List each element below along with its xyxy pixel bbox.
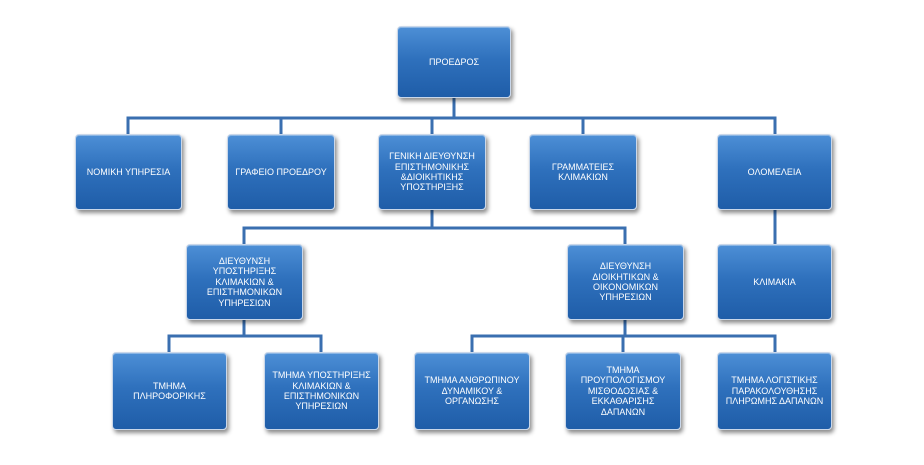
accounting-department-box: ΤΜΗΜΑ ΛΟΓΙΣΤΙΚΗΣ ΠΑΡΑΚΟΛΟΥΘΗΣΗΣ ΠΛΗΡΩΜΗΣ… (717, 352, 832, 430)
connector-president-level1 (126, 96, 777, 136)
it-department-box: ΤΜΗΜΑ ΠΛΗΡΟΦΟΡΙΚΗΣ (112, 352, 227, 430)
legal-service-box: ΝΟΜΙΚΗ ΥΠΗΡΕΣΙΑ (75, 134, 182, 210)
admin-directorate-label: ΔΙΕΥΘΥΝΣΗ ΔΙΟΙΚΗΤΙΚΩΝ & ΟΙΚΟΝΟΜΙΚΩΝ ΥΠΗΡ… (592, 261, 659, 303)
support-section-box: ΤΜΗΜΑ ΥΠΟΣΤΗΡΙΞΗΣ ΚΛΙΜΑΚΙΩΝ & ΕΠΙΣΤΗΜΟΝΙ… (264, 352, 379, 430)
connector-support-level3 (167, 318, 323, 354)
president-label: ΠΡΟΕΔΡΟΣ (428, 56, 480, 67)
general-directorate-box: ΓΕΝΙΚΗ ΔΙΕΥΘΥΝΣΗ ΕΠΙΣΤΗΜΟΝΙΚΗΣ &ΔΙΟΙΚΗΤΙ… (378, 134, 486, 210)
hr-department-box: ΤΜΗΜΑ ΑΝΘΡΩΠΙΝΟΥ ΔΥΝΑΜΙΚΟΥ & ΟΡΓΑΝΩΣΗΣ (414, 352, 530, 430)
support-directorate-box: ΔΙΕΥΘΥΝΣΗ ΥΠΟΣΤΗΡΙΞΗΣ ΚΛΙΜΑΚΙΩΝ & ΕΠΙΣΤΗ… (186, 244, 303, 320)
president-box: ΠΡΟΕΔΡΟΣ (397, 26, 511, 98)
secretariats-box: ΓΡΑΜΜΑΤΕΙΕΣ ΚΛΙΜΑΚΙΩΝ (529, 134, 637, 210)
budget-department-box: ΤΜΗΜΑ ΠΡΟΥΠΟΛΟΓΙΣΜΟΥ ΜΙΣΘΟΔΟΣΙΑΣ & ΕΚΚΑΘ… (565, 352, 681, 430)
budget-department-label: ΤΜΗΜΑ ΠΡΟΥΠΟΛΟΓΙΣΜΟΥ ΜΙΣΘΟΔΟΣΙΑΣ & ΕΚΚΑΘ… (580, 365, 666, 417)
hr-department-label: ΤΜΗΜΑ ΑΝΘΡΩΠΙΝΟΥ ΔΥΝΑΜΙΚΟΥ & ΟΡΓΑΝΩΣΗΣ (424, 375, 520, 407)
plenary-box: ΟΛΟΜΕΛΕΙΑ (717, 134, 832, 210)
president-office-box: ΓΡΑΦΕΙΟ ΠΡΟΕΔΡΟΥ (227, 134, 335, 210)
accounting-department-label: ΤΜΗΜΑ ΛΟΓΙΣΤΙΚΗΣ ΠΑΡΑΚΟΛΟΥΘΗΣΗΣ ΠΛΗΡΩΜΗΣ… (725, 375, 824, 407)
plenary-label: ΟΛΟΜΕΛΕΙΑ (747, 166, 802, 177)
connector-admin-level3 (470, 318, 777, 354)
sections-label: ΚΛΙΜΑΚΙΑ (753, 276, 796, 287)
admin-directorate-box: ΔΙΕΥΘΥΝΣΗ ΔΙΟΙΚΗΤΙΚΩΝ & ΟΙΚΟΝΟΜΙΚΩΝ ΥΠΗΡ… (567, 244, 684, 320)
connector-gendir-level2 (242, 208, 627, 246)
it-department-label: ΤΜΗΜΑ ΠΛΗΡΟΦΟΡΙΚΗΣ (133, 380, 206, 401)
president-office-label: ΓΡΑΦΕΙΟ ΠΡΟΕΔΡΟΥ (235, 166, 327, 177)
sections-box: ΚΛΙΜΑΚΙΑ (717, 244, 832, 320)
general-directorate-label: ΓΕΝΙΚΗ ΔΙΕΥΘΥΝΣΗ ΕΠΙΣΤΗΜΟΝΙΚΗΣ &ΔΙΟΙΚΗΤΙ… (389, 151, 475, 193)
support-directorate-label: ΔΙΕΥΘΥΝΣΗ ΥΠΟΣΤΗΡΙΞΗΣ ΚΛΙΜΑΚΙΩΝ & ΕΠΙΣΤΗ… (206, 256, 283, 308)
legal-service-label: ΝΟΜΙΚΗ ΥΠΗΡΕΣΙΑ (86, 166, 171, 177)
secretariats-label: ΓΡΑΜΜΑΤΕΙΕΣ ΚΛΙΜΑΚΙΩΝ (551, 161, 615, 182)
support-section-label: ΤΜΗΜΑ ΥΠΟΣΤΗΡΙΞΗΣ ΚΛΙΜΑΚΙΩΝ & ΕΠΙΣΤΗΜΟΝΙ… (272, 370, 371, 412)
